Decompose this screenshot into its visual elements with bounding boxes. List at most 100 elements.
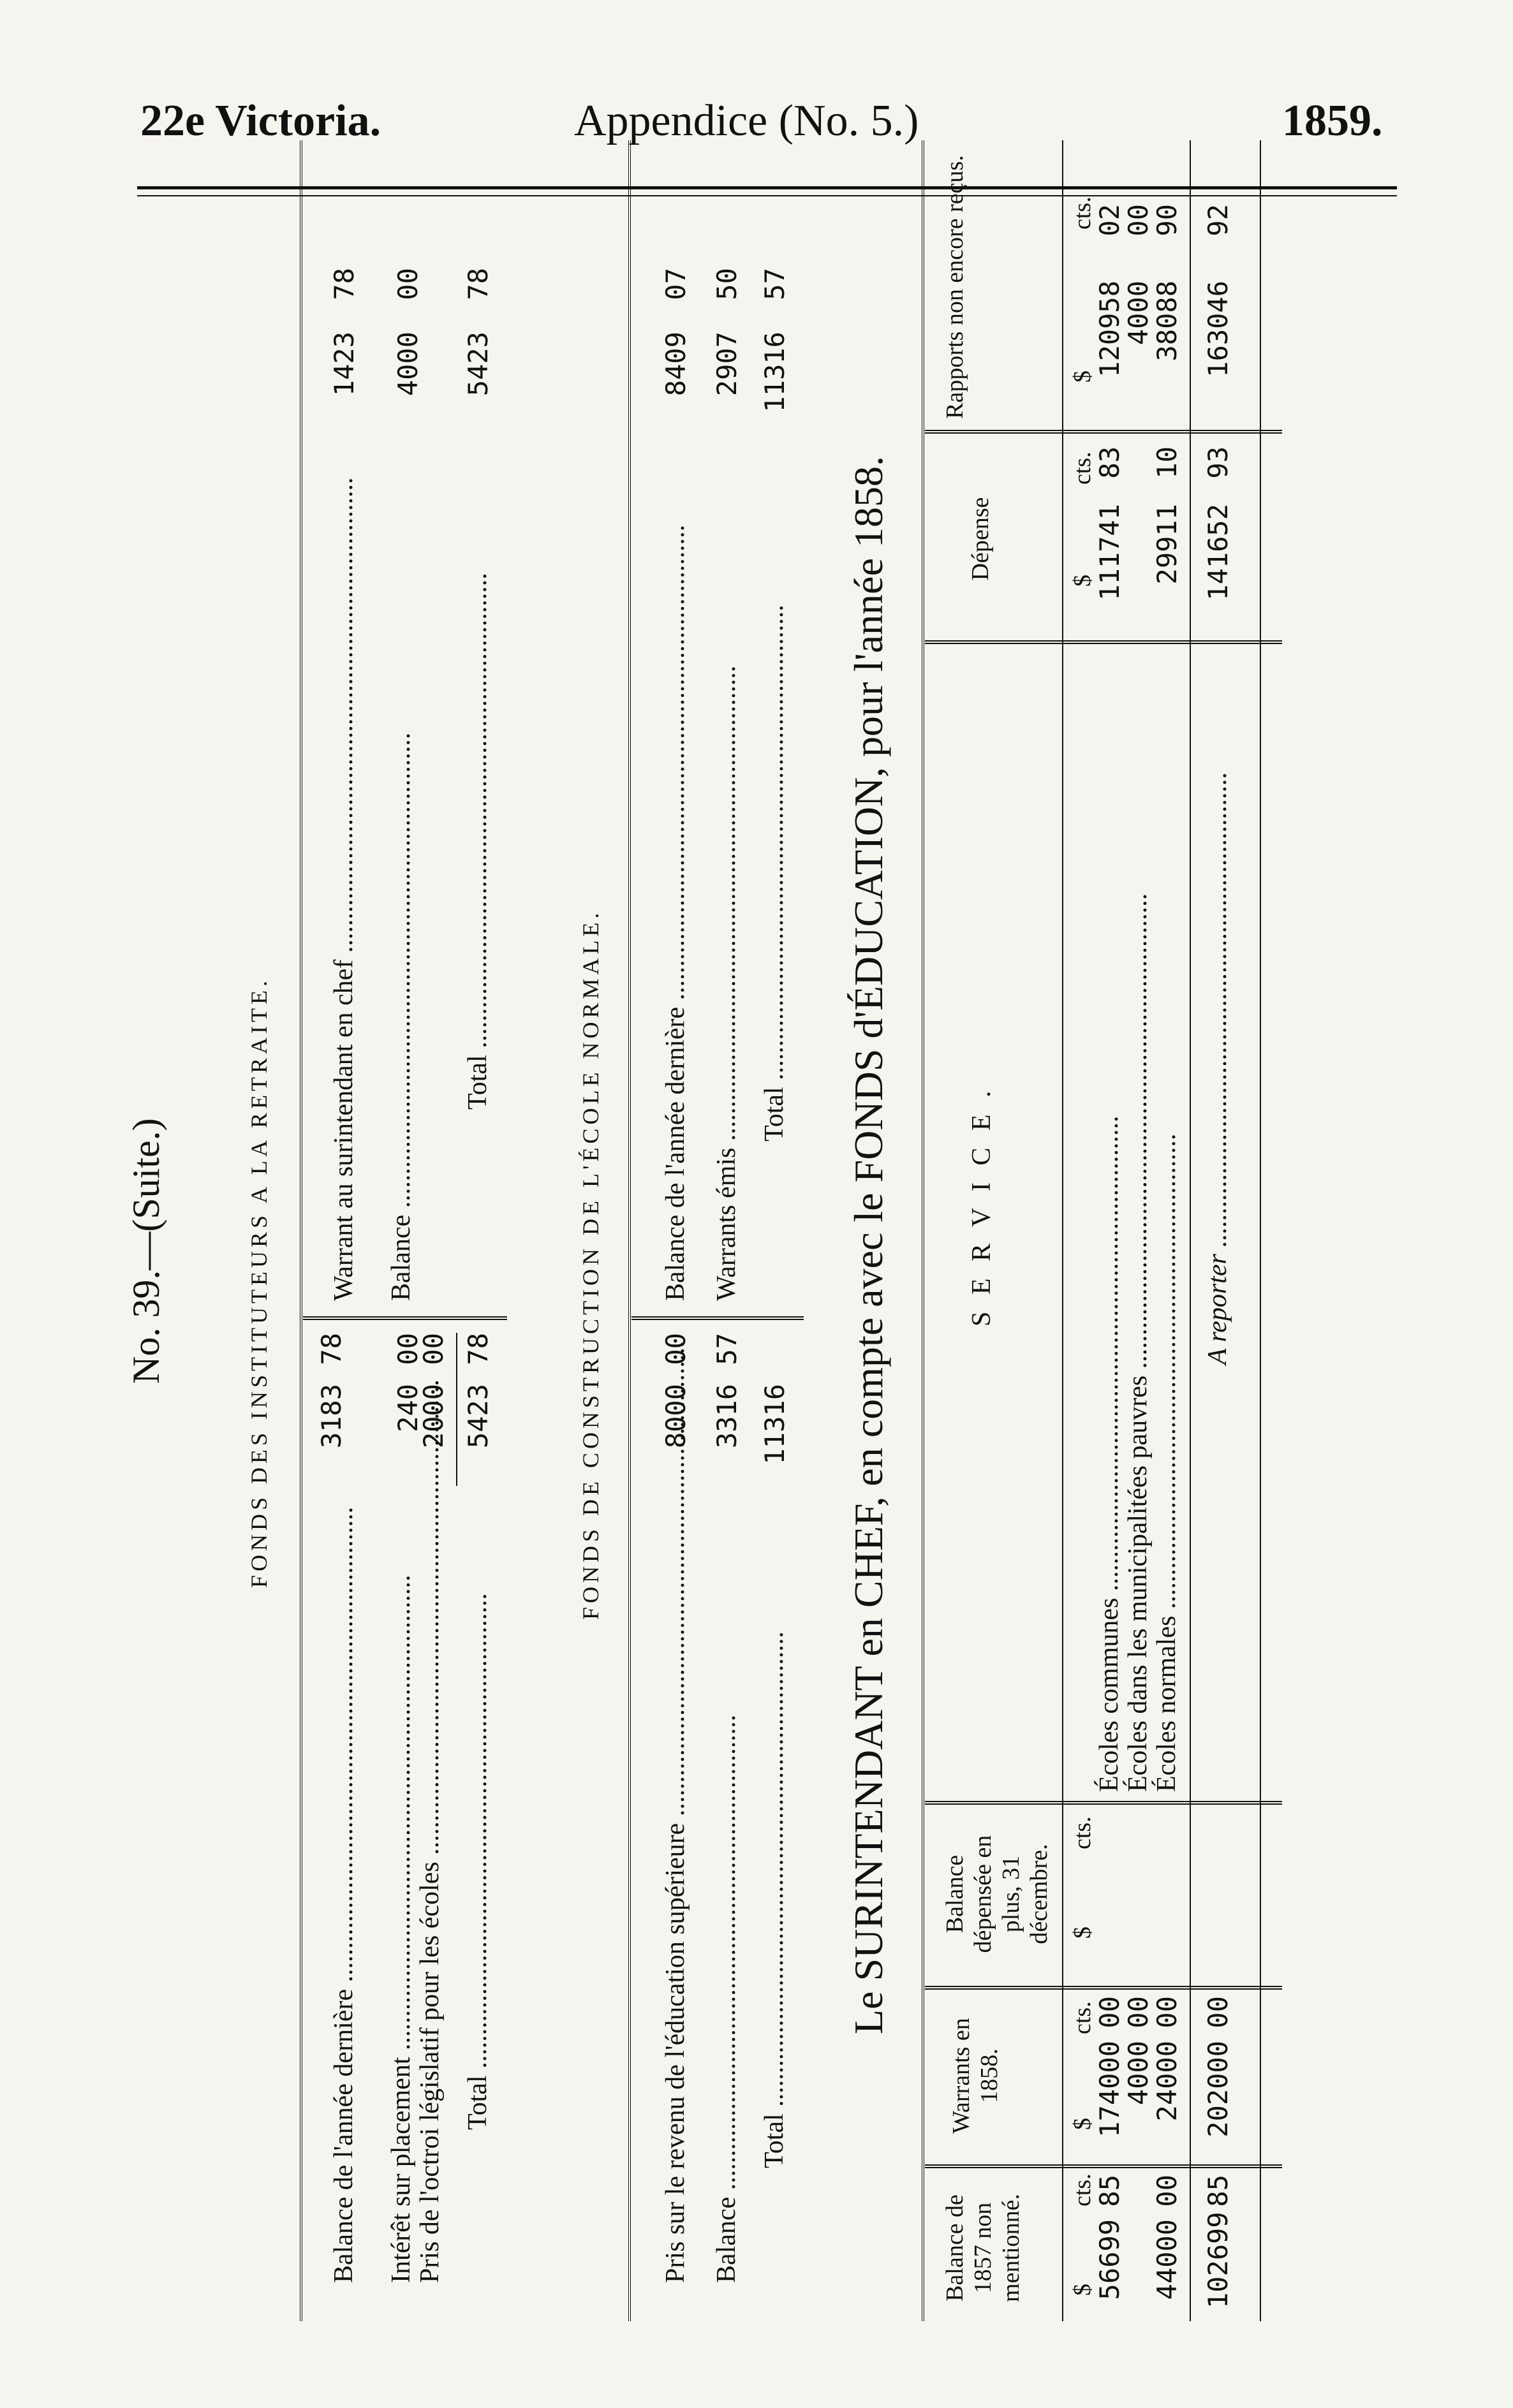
col-divider [925,640,1282,644]
normal-school-section-title: FONDS DE CONSTRUCTION DE L'ÉCOLE NORMALE… [578,909,603,1620]
cell-balance-cts: 00 [1151,2175,1183,2207]
unit-dollar: $ [1069,2284,1096,2296]
pension-left-cts: 78 [316,1333,347,1365]
total-rapports-cts: 92 [1202,204,1234,237]
cell-depense-cts: 83 [1094,446,1125,479]
education-account-title: Le SURINTENDANT en CHEF, en compte avec … [846,456,891,2034]
col-divider [925,430,1282,434]
cell-warrants-cts: 00 [1094,1996,1125,2029]
normal-right-total-dollars: 11316 [759,332,790,413]
rotated-content: No. 39.—(Suite.) FONDS DES INSTITUTEURS … [125,140,1397,2321]
unit-dollar: $ [1069,575,1096,587]
education-bottom-rule [1260,140,1261,2321]
normal-left-cts: 00 [660,1333,691,1365]
pension-total-rule [456,1333,457,1486]
col-header-balance-depensee: Balance dépensée en plus, 31 décembre. [941,1835,1052,1953]
cell-rapports-dollars: 38088 [1151,281,1183,362]
cell-rapports-cts: 00 [1123,204,1154,237]
normal-right-row: Warrants émis [711,666,742,1301]
pension-right-row: Warrant au surintendant en chef [328,478,359,1301]
pension-section-title: FONDS DES INSTITUTEURS A LA RETRAITE. [246,976,272,1588]
normal-right-dollars: 2907 [711,332,742,397]
pension-left-total-dollars: 5423 [462,1384,494,1449]
unit-dollar: $ [1069,1927,1096,1939]
pension-left-dollars: 2000 [418,1384,449,1449]
cell-service: Écoles communes [1094,1116,1125,1792]
pension-divider [303,1316,507,1320]
total-warrants-cts: 00 [1202,1996,1234,2029]
header-rule [137,186,1397,189]
cell-rapports-cts: 90 [1151,204,1183,237]
header-session: 22e Victoria. [140,96,381,145]
header-appendix: Appendice (No. 5.) [574,96,919,145]
pension-left-row: Pris de l'octroi législatif pour les éco… [415,1379,445,2283]
pension-left-dollars: 3183 [316,1384,347,1449]
col-header-service: S E R V I C E . [967,1085,996,1327]
normal-left-total-dollars: 11316 [759,1384,790,1465]
cell-warrants-dollars: 24000 [1151,2041,1183,2122]
normal-right-total-label: Total [759,605,790,1142]
normal-left-dollars: 3316 [711,1384,742,1449]
normal-right-cts: 50 [711,268,742,300]
total-warrants-dollars: 202000 [1202,2041,1234,2138]
unit-cts: cts. [1069,1816,1096,1849]
col-header-balance-1857: Balance de 1857 non mentionné. [941,2194,1024,2302]
cell-depense-dollars: 111741 [1094,504,1125,601]
pension-left-total-cts: 78 [462,1333,494,1365]
pension-right-dollars: 1423 [328,332,360,397]
cell-service: Écoles dans les municipalitées pauvres [1123,893,1153,1792]
cell-service: Écoles normales [1151,1134,1182,1792]
pension-left-total-label: Total [462,1593,493,2130]
document-number: No. 39.—(Suite.) [125,1118,167,1384]
cell-rapports-dollars: 4000 [1123,281,1154,346]
normal-school-top-rule [628,140,633,2321]
col-header-warrants: Warrants en 1858. [948,2018,1003,2134]
unit-cts: cts. [1069,452,1096,485]
col-header-rapports: Rapports non encore reçus. [941,155,968,419]
pension-right-cts: 78 [328,268,360,300]
normal-left-dollars: 8000 [660,1384,691,1449]
unit-cts: cts. [1069,2173,1096,2206]
pension-right-total-cts: 78 [462,268,494,300]
cell-balance-cts: 85 [1094,2175,1125,2207]
normal-school-divider [631,1316,804,1320]
normal-right-total-cts: 57 [759,268,790,300]
education-total-rule [1190,140,1191,2321]
normal-right-dollars: 8409 [660,332,691,397]
pension-right-dollars: 4000 [392,332,424,397]
pension-top-rule [300,140,305,2321]
col-divider [925,1801,1282,1805]
normal-left-cts: 57 [711,1333,742,1365]
cell-depense-dollars: 29911 [1151,504,1183,585]
header-year: 1859. [1282,96,1383,145]
cell-rapports-dollars: 120958 [1094,281,1125,378]
cell-warrants-dollars: 174000 [1094,2041,1125,2138]
cell-depense-cts: 10 [1151,446,1183,479]
page-header: 22e Victoria. Appendice (No. 5.) 1859. [0,96,1513,166]
header-rule-thin [137,195,1397,196]
total-balance-cts: 85 [1202,2175,1234,2207]
cell-rapports-cts: 02 [1094,204,1125,237]
pension-right-row: Balance [386,733,417,1301]
pension-right-total-label: Total [462,573,493,1110]
col-header-depense: Dépense [967,497,994,581]
cell-warrants-cts: 00 [1151,1996,1183,2029]
cell-warrants-dollars: 4000 [1123,2041,1154,2106]
pension-right-total-dollars: 5423 [462,332,494,397]
education-header-rule [1062,140,1063,2321]
total-depense-cts: 93 [1202,446,1234,479]
col-divider [925,2164,1282,2168]
total-rapports-dollars: 163046 [1202,281,1234,378]
unit-dollar: $ [1069,371,1096,383]
normal-left-row: Balance [711,1715,742,2283]
normal-right-row: Balance de l'année dernière [660,525,691,1301]
normal-left-total-label: Total [759,1631,790,2168]
education-top-rule [922,140,927,2321]
pension-left-cts: 00 [418,1333,449,1365]
cell-warrants-cts: 00 [1123,1996,1154,2029]
unit-cts: cts. [1069,196,1096,230]
pension-left-row: Balance de l'année dernière [328,1507,359,2283]
total-label: A reporter [1202,772,1233,1365]
unit-cts: cts. [1069,2001,1096,2034]
cell-balance-dollars: 44000 [1151,2219,1183,2300]
